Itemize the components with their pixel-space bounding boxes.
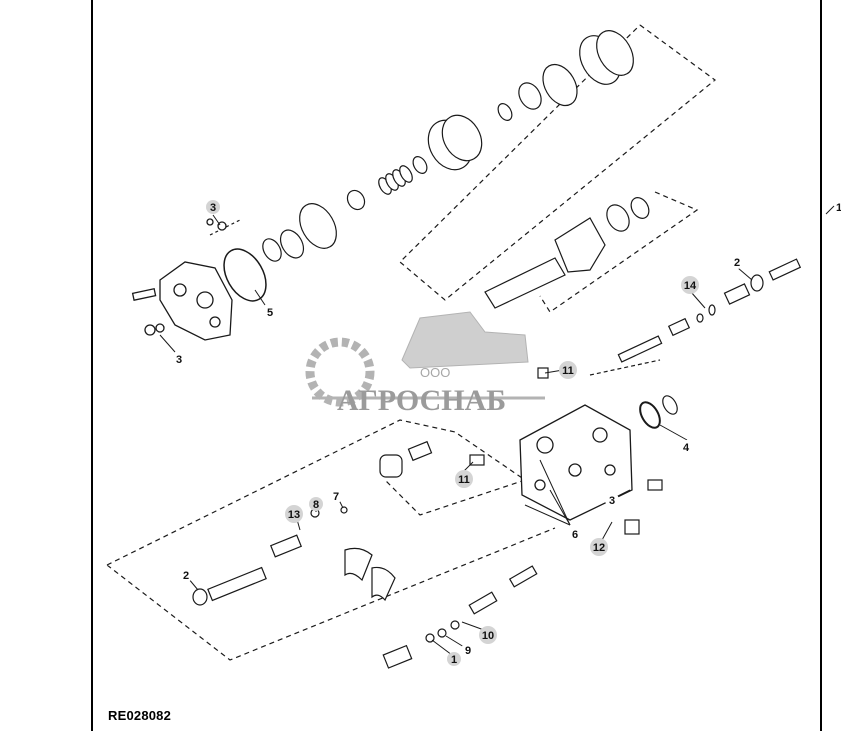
- control-valve-parts: [192, 367, 663, 669]
- upper-rotating-group: [262, 30, 634, 262]
- callout-5: 5: [263, 305, 277, 319]
- snap-ring: [662, 395, 678, 415]
- svg-text:3: 3: [176, 354, 182, 366]
- callout-2-left: 2: [179, 568, 193, 582]
- svg-text:14: 14: [684, 280, 697, 292]
- callout-1-bottom: 1: [447, 652, 461, 666]
- svg-text:8: 8: [313, 499, 319, 511]
- svg-text:9: 9: [465, 645, 471, 657]
- callout-2-top: 2: [730, 255, 744, 269]
- callout-3-right: 3: [605, 493, 619, 507]
- callout-11-mid: 11: [455, 470, 473, 488]
- callout-1-edge: 1: [836, 202, 841, 214]
- callout-8: 8: [309, 497, 323, 511]
- callout-3-left: 3: [172, 352, 186, 366]
- callout-9: 9: [461, 643, 475, 657]
- callout-12: 12: [590, 538, 608, 556]
- svg-text:3: 3: [609, 495, 615, 507]
- svg-text:2: 2: [734, 257, 740, 269]
- svg-text:12: 12: [593, 542, 605, 554]
- o-ring-seal: [223, 248, 267, 302]
- rear-cover-assembly: [131, 218, 233, 341]
- callout-13: 13: [285, 505, 303, 523]
- leader-lines: [159, 205, 835, 656]
- svg-text:11: 11: [458, 474, 470, 486]
- svg-text:7: 7: [333, 491, 339, 503]
- pump-housing: [519, 404, 633, 521]
- spool-guide-line: [589, 359, 661, 376]
- frame-left-border: [91, 0, 93, 731]
- callout-group: 3 3 5 2 14 11 4 11 3 6 12 7 8 13 2 10 9 …: [172, 200, 841, 666]
- reference-code: RE028082: [108, 708, 172, 723]
- callout-7: 7: [329, 489, 343, 503]
- frame-right-border: [820, 0, 822, 731]
- svg-text:5: 5: [267, 307, 273, 319]
- lower-shaft-guide-outline: [539, 191, 699, 313]
- spring: [378, 165, 413, 195]
- watermark-name: АГРОСНАБ: [337, 384, 506, 417]
- svg-text:3: 3: [210, 202, 216, 214]
- callout-4: 4: [679, 440, 693, 454]
- callout-10: 10: [479, 626, 497, 644]
- svg-text:6: 6: [572, 529, 578, 541]
- watermark-prefix: ООО: [420, 365, 450, 380]
- relief-valve-parts: [617, 258, 802, 363]
- svg-text:2: 2: [183, 570, 189, 582]
- callout-3-top: 3: [206, 200, 220, 214]
- valve-group-guide-outline: [106, 419, 556, 661]
- callout-14: 14: [681, 276, 699, 294]
- callout-11-top: 11: [559, 361, 577, 379]
- callout-6: 6: [568, 527, 582, 541]
- svg-text:1: 1: [836, 202, 841, 214]
- svg-text:1: 1: [451, 654, 457, 666]
- svg-text:4: 4: [683, 442, 690, 454]
- shaft-seal: [639, 401, 661, 429]
- svg-text:11: 11: [562, 365, 574, 377]
- upper-shaft-guide-outline: [399, 24, 716, 301]
- svg-text:13: 13: [288, 509, 300, 521]
- svg-text:10: 10: [482, 630, 494, 642]
- watermark-logo: ООО АГРОСНАБ: [305, 311, 545, 417]
- drive-shaft-group: [484, 197, 650, 309]
